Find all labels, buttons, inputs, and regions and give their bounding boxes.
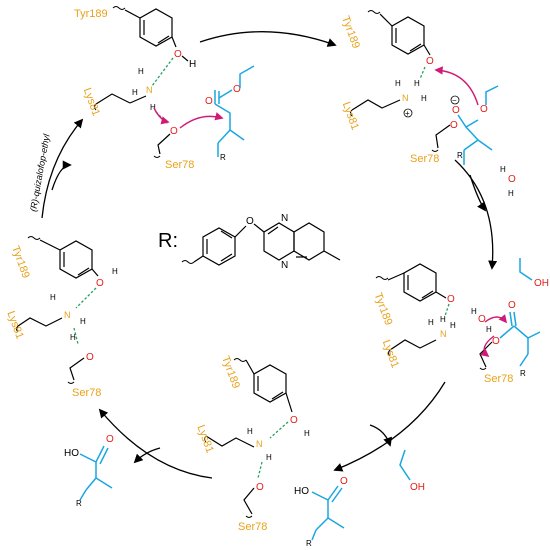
svg-text:Ser78: Ser78 [410, 153, 439, 165]
svg-text:H: H [471, 307, 477, 316]
svg-text:H: H [80, 317, 86, 326]
arrow-right-top [454, 159, 498, 270]
svg-text:H: H [414, 79, 420, 88]
svg-text:Tyr189: Tyr189 [339, 14, 362, 50]
svg-text:R: R [306, 539, 312, 548]
svg-text:−: − [452, 96, 457, 105]
substituent-definition: R: O N N [158, 213, 341, 271]
svg-text:H: H [450, 321, 456, 330]
svg-text:H: H [70, 333, 76, 342]
lys-label: Lys81 [81, 86, 102, 117]
lys-nitrogen: N [146, 85, 153, 95]
svg-text:O: O [86, 352, 94, 363]
svg-text:Ser78: Ser78 [484, 373, 513, 385]
svg-text:O: O [256, 482, 264, 493]
svg-text:R: R [220, 153, 226, 162]
svg-text:Tyr189: Tyr189 [9, 244, 32, 280]
complex-right: Tyr189 O H H N H Lys81 O H H O O Ser78 R [372, 258, 549, 385]
svg-text:Lys81: Lys81 [194, 423, 215, 454]
tyr-oxygen: O [174, 49, 182, 60]
quinoxaline-n4: N [281, 260, 288, 271]
svg-text:O: O [447, 294, 455, 305]
svg-text:O: O [508, 174, 516, 185]
svg-text:R: R [520, 369, 526, 378]
svg-text:H: H [132, 88, 138, 97]
ether-oxygen: O [246, 216, 254, 227]
svg-text:R: R [457, 151, 463, 160]
svg-text:N: N [440, 329, 447, 339]
svg-text:O: O [340, 476, 348, 487]
svg-text:H: H [50, 293, 56, 302]
svg-text:H: H [150, 103, 156, 112]
svg-text:O: O [96, 278, 104, 289]
svg-text:H: H [266, 453, 272, 462]
svg-text:H: H [500, 165, 506, 174]
tyr-label: Tyr189 [74, 8, 108, 20]
svg-text:Ser78: Ser78 [72, 387, 101, 399]
svg-text:N: N [64, 310, 71, 320]
svg-text:Lys81: Lys81 [380, 338, 401, 369]
arrow-acid-out [133, 447, 161, 464]
complex-top-left: Tyr189 O H H N H Lys81 H O Ser78 O O [74, 6, 255, 171]
svg-text:H: H [189, 59, 196, 70]
complex-bottom-center: Tyr189 O H H N H Lys81 O Ser78 OH HO O R [194, 354, 425, 548]
cycle-label: (R)-quizalofop-ethyl [28, 132, 52, 212]
svg-text:H: H [508, 189, 514, 198]
svg-text:H: H [395, 79, 401, 88]
svg-text:O: O [233, 84, 241, 95]
arrow-water-in [469, 174, 487, 212]
svg-text:HO: HO [294, 486, 309, 497]
svg-text:H: H [421, 94, 427, 103]
arrow-left-up [41, 118, 84, 219]
svg-text:O: O [205, 96, 213, 107]
svg-text:Tyr189: Tyr189 [219, 354, 242, 390]
svg-text:N: N [256, 439, 263, 449]
svg-text:HO: HO [64, 448, 79, 459]
arrow-bottom-left [98, 408, 213, 479]
quinoxaline-n1: N [281, 213, 288, 224]
ser-label: Ser78 [165, 159, 194, 171]
svg-text:O: O [426, 56, 434, 67]
svg-text:H: H [138, 67, 144, 76]
complex-top-right: Tyr189 O H H N H + Lys81 − O O O Ser78 R [339, 10, 516, 198]
svg-text:O: O [478, 314, 486, 325]
svg-text:H: H [428, 318, 434, 327]
arrow-top [199, 31, 337, 47]
svg-text:O: O [452, 105, 460, 116]
svg-text:O: O [290, 415, 298, 426]
svg-text:Tyr189: Tyr189 [372, 291, 395, 327]
svg-text:H: H [304, 429, 310, 438]
svg-text:O: O [492, 336, 500, 347]
svg-text:OH: OH [534, 278, 549, 289]
svg-text:+: + [405, 109, 410, 118]
svg-text:H: H [440, 315, 446, 324]
svg-text:R: R [76, 499, 82, 508]
svg-text:O: O [106, 434, 114, 445]
complex-left: Tyr189 O H H N H Lys81 H O Ser78 HO O R [4, 236, 118, 508]
substituent-label: R: [158, 230, 178, 252]
svg-text:O: O [480, 104, 488, 115]
svg-text:OH: OH [410, 482, 425, 493]
svg-text:O: O [508, 300, 516, 311]
svg-text:Lys81: Lys81 [4, 309, 25, 340]
svg-text:Lys81: Lys81 [340, 100, 361, 131]
svg-text:H: H [486, 325, 492, 334]
arrow-ethanol-out [369, 424, 393, 447]
svg-text:H: H [112, 267, 118, 276]
svg-text:H: H [247, 427, 253, 436]
arrow-right-bottom [333, 381, 446, 472]
ser-oxygen: O [170, 126, 178, 137]
arrow-substrate-in [51, 160, 72, 191]
svg-text:Ser78: Ser78 [238, 521, 267, 533]
svg-text:O: O [450, 120, 458, 131]
cycle-arrows [41, 31, 498, 479]
svg-text:N: N [402, 93, 409, 103]
